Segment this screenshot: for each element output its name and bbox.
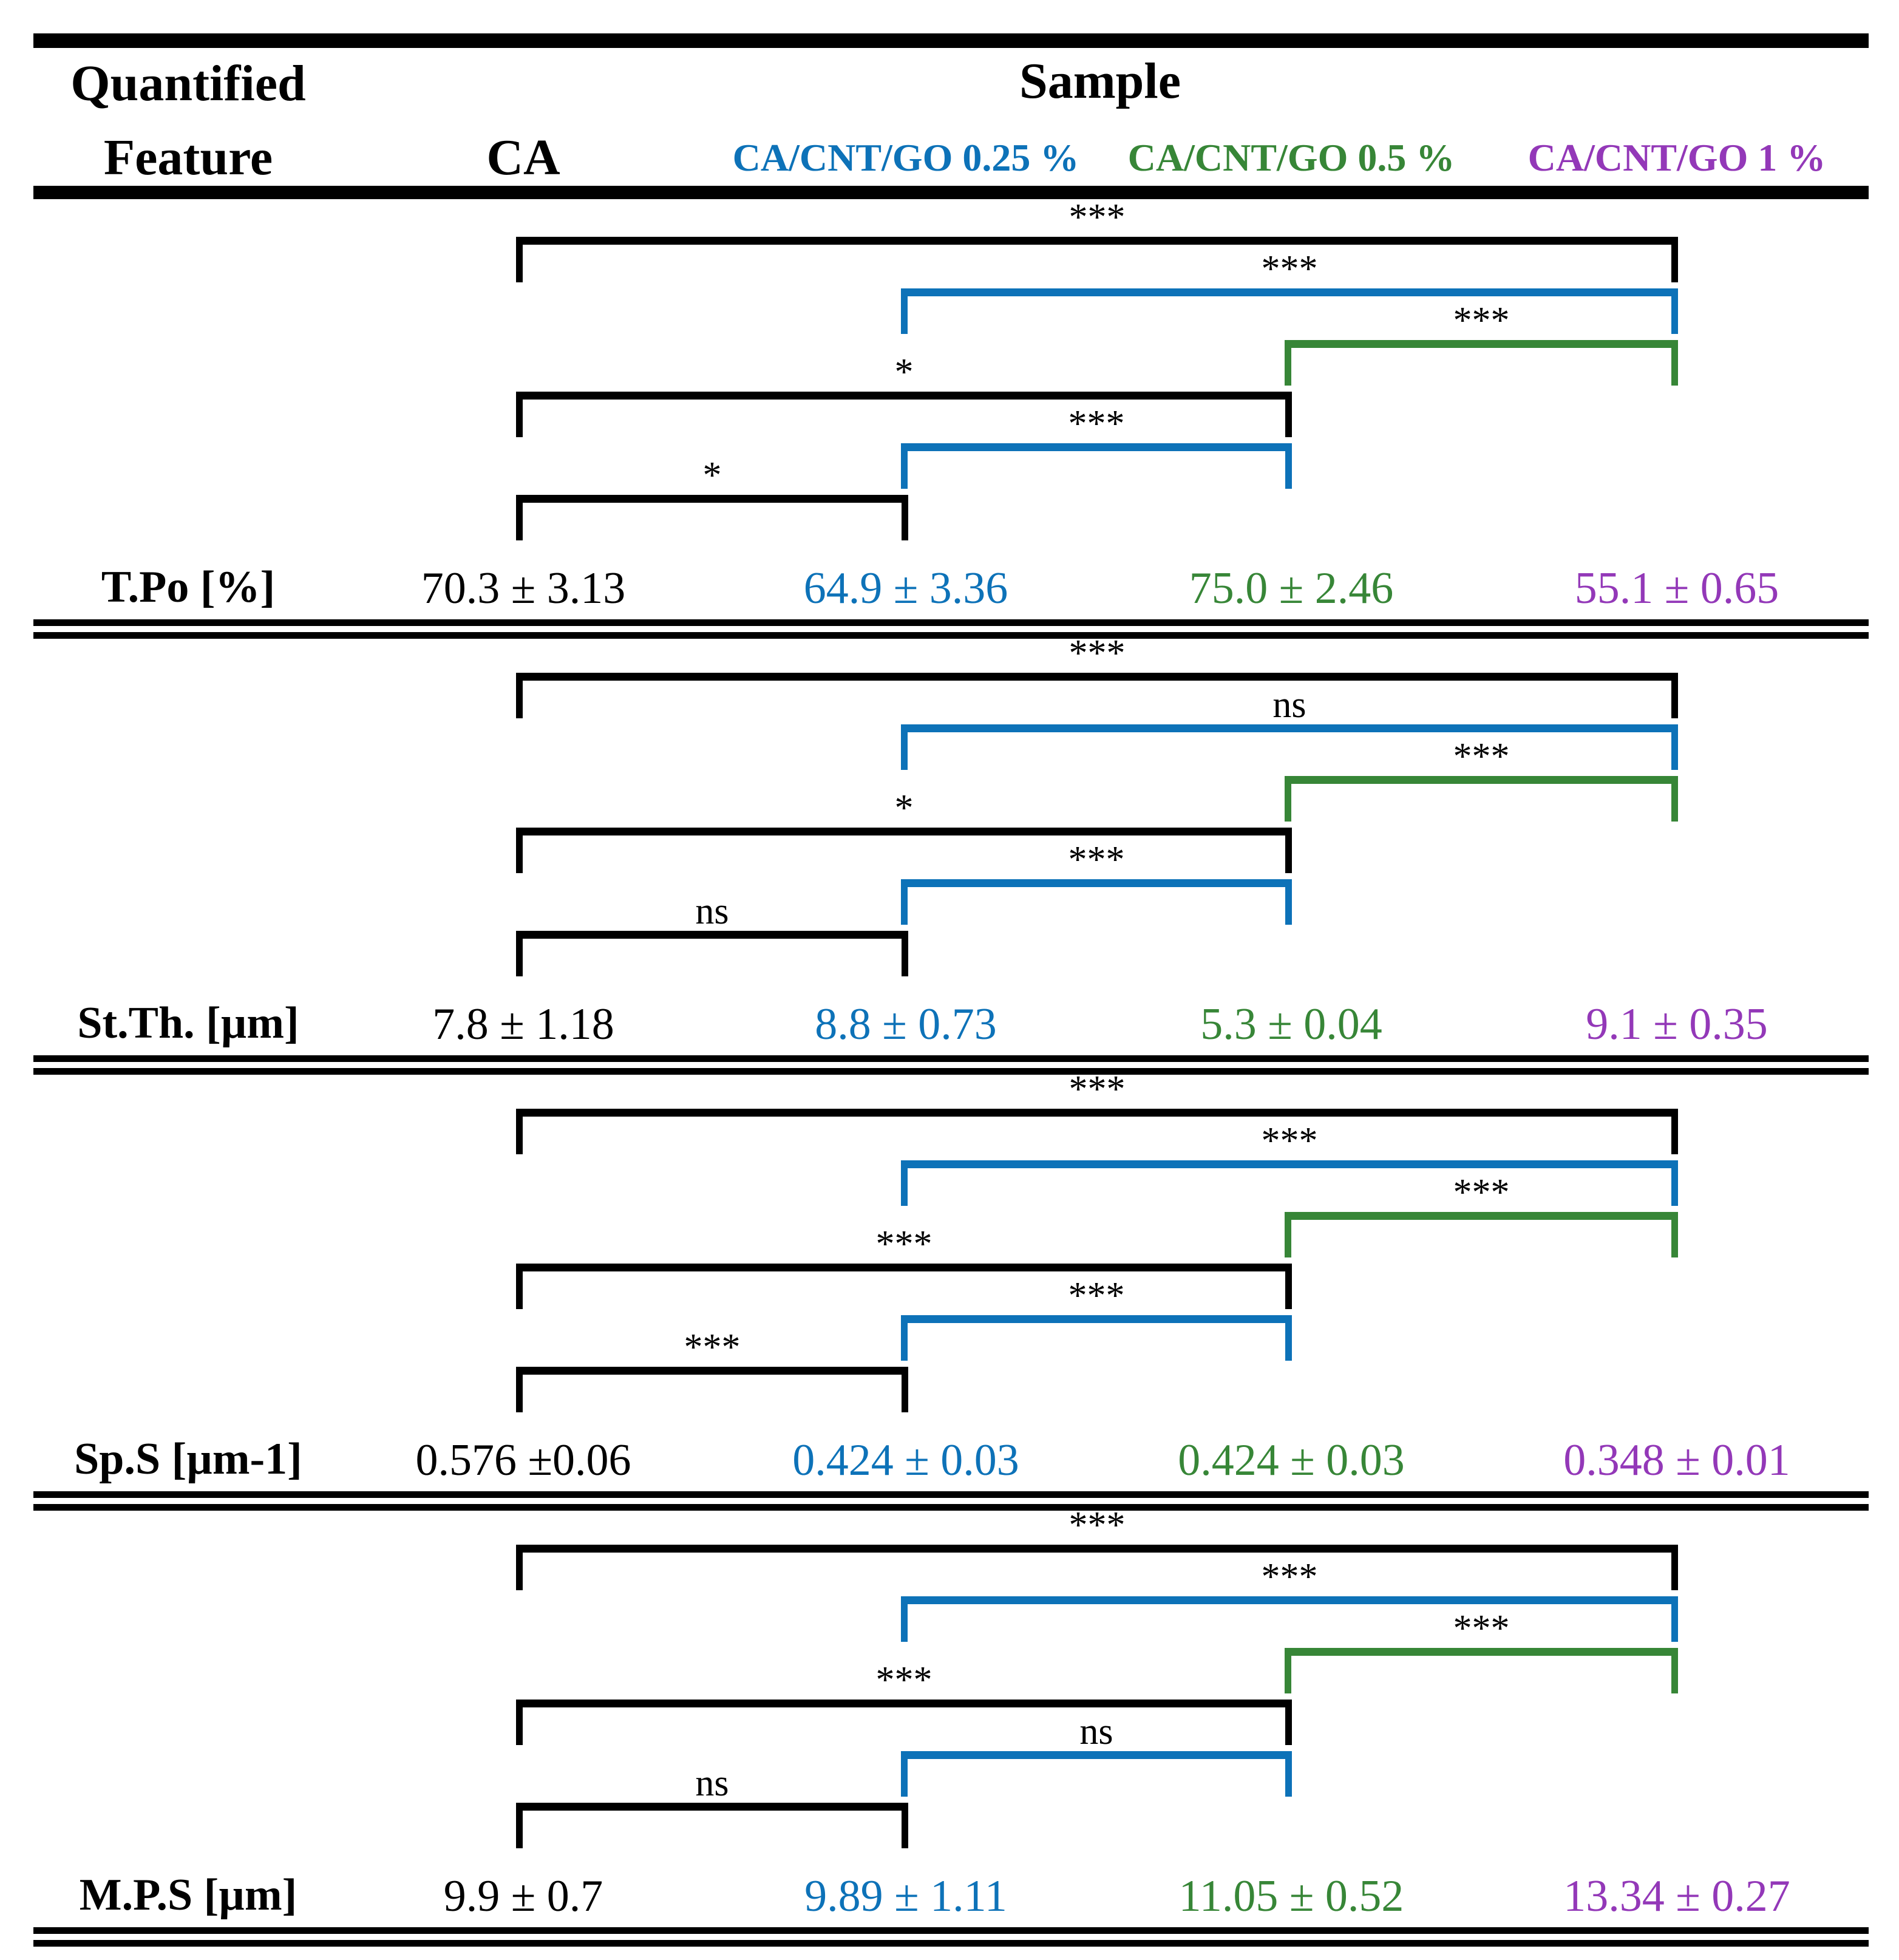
value-go05: 11.05 ± 0.52	[1178, 1871, 1404, 1921]
sig-bracket-ca-vs-go025	[516, 1367, 908, 1412]
sig-bracket-go05-vs-go1	[1285, 340, 1678, 386]
sig-bracket-go05-vs-go1	[1285, 776, 1678, 822]
section-mean-pore-size: *** *** *** *** ns ns M.P.S [µm] 9.9 ± 0…	[0, 1505, 1899, 1947]
feature-label: St.Th. [µm]	[77, 998, 299, 1048]
sig-label-go025-vs-go1: ***	[1261, 1556, 1318, 1598]
value-go1: 0.348 ± 0.01	[1563, 1435, 1790, 1485]
sig-bracket-ca-vs-go025	[516, 495, 908, 540]
sig-label-ca-vs-go1: ***	[1068, 1069, 1126, 1110]
value-ca: 0.576 ±0.06	[415, 1435, 631, 1485]
value-go05: 5.3 ± 0.04	[1200, 999, 1382, 1049]
section-strut-thickness: *** ns *** * *** ns St.Th. [µm] 7.8 ± 1.…	[0, 633, 1899, 1075]
sig-label-go05-vs-go1: ***	[1453, 736, 1510, 777]
bottom-rule	[33, 1927, 1869, 1947]
sig-label-ca-vs-go025: ns	[695, 1763, 729, 1804]
sig-bracket-go025-vs-go1	[901, 724, 1678, 770]
sig-label-ca-vs-go1: ***	[1068, 197, 1126, 238]
sig-label-ca-vs-go025: ns	[695, 891, 729, 932]
sig-label-go05-vs-go1: ***	[1453, 1172, 1510, 1213]
value-ca: 7.8 ± 1.18	[432, 999, 614, 1049]
sig-label-ca-vs-go025: ***	[684, 1327, 741, 1368]
sig-label-go025-vs-go05: ***	[1068, 403, 1125, 444]
value-go025: 64.9 ± 3.36	[803, 563, 1008, 613]
sig-label-ca-vs-go05: ***	[875, 1223, 933, 1265]
sig-bracket-ca-vs-go05	[516, 828, 1292, 873]
value-go05: 75.0 ± 2.46	[1189, 563, 1394, 613]
value-go1: 13.34 ± 0.27	[1563, 1871, 1790, 1921]
sig-label-ca-vs-go1: ***	[1068, 633, 1126, 674]
sample-group-header: Sample	[1019, 53, 1181, 109]
column-header-ca: CA	[486, 129, 560, 186]
sig-label-go05-vs-go1: ***	[1453, 1608, 1510, 1649]
sig-label-go025-vs-go05: ns	[1079, 1711, 1113, 1752]
value-go025: 0.424 ± 0.03	[792, 1435, 1019, 1485]
value-go025: 9.89 ± 1.11	[804, 1871, 1007, 1921]
sig-bracket-go025-vs-go1	[901, 1596, 1678, 1642]
sig-label-ca-vs-go05: *	[894, 788, 914, 829]
column-header-go1: CA/CNT/GO 1 %	[1527, 136, 1826, 179]
sig-bracket-go025-vs-go05	[901, 1751, 1292, 1797]
sig-bracket-ca-vs-go1	[516, 1545, 1678, 1590]
sig-label-ca-vs-go1: ***	[1068, 1505, 1126, 1546]
sig-bracket-go025-vs-go05	[901, 1315, 1292, 1361]
sig-bracket-ca-vs-go025	[516, 931, 908, 976]
feature-column-header-line2: Feature	[103, 129, 273, 186]
section-divider	[33, 619, 1869, 639]
top-rule	[33, 33, 1869, 48]
sig-bracket-ca-vs-go1	[516, 673, 1678, 718]
sig-label-go025-vs-go1: ns	[1272, 684, 1306, 726]
value-go05: 0.424 ± 0.03	[1178, 1435, 1405, 1485]
sig-bracket-go05-vs-go1	[1285, 1212, 1678, 1257]
sig-bracket-go025-vs-go1	[901, 1160, 1678, 1206]
value-ca: 9.9 ± 0.7	[443, 1871, 603, 1921]
section-specific-surface: *** *** *** *** *** *** Sp.S [µm-1] 0.57…	[0, 1069, 1899, 1511]
feature-label: T.Po [%]	[101, 562, 276, 612]
sig-label-go025-vs-go1: ***	[1261, 1120, 1318, 1162]
sig-bracket-go05-vs-go1	[1285, 1648, 1678, 1693]
sig-label-ca-vs-go05: *	[894, 352, 914, 393]
section-divider	[33, 1491, 1869, 1511]
section-divider	[33, 1055, 1869, 1075]
value-go1: 9.1 ± 0.35	[1586, 999, 1768, 1049]
sig-label-go025-vs-go05: ***	[1068, 1275, 1125, 1316]
sig-bracket-ca-vs-go05	[516, 1700, 1292, 1745]
section-total-porosity: *** *** *** * *** * T.Po [%] 70.3 ± 3.13…	[0, 197, 1899, 639]
header-rule	[33, 186, 1869, 199]
sig-label-ca-vs-go025: *	[702, 455, 722, 496]
sig-bracket-go025-vs-go05	[901, 443, 1292, 489]
sig-label-go025-vs-go05: ***	[1068, 839, 1125, 880]
value-go1: 55.1 ± 0.65	[1574, 563, 1779, 613]
sig-bracket-ca-vs-go05	[516, 1264, 1292, 1309]
sig-bracket-ca-vs-go05	[516, 392, 1292, 437]
sig-label-ca-vs-go05: ***	[875, 1659, 933, 1701]
feature-column-header-line1: Quantified	[70, 55, 306, 112]
feature-label: M.P.S [µm]	[79, 1870, 297, 1920]
sig-label-go025-vs-go1: ***	[1261, 248, 1318, 290]
sig-label-go05-vs-go1: ***	[1453, 300, 1510, 341]
sig-bracket-ca-vs-go025	[516, 1803, 908, 1848]
column-header-go025: CA/CNT/GO 0.25 %	[732, 136, 1079, 179]
sig-bracket-go025-vs-go1	[901, 288, 1678, 334]
value-go025: 8.8 ± 0.73	[815, 999, 997, 1049]
sig-bracket-go025-vs-go05	[901, 879, 1292, 925]
feature-label: Sp.S [µm-1]	[74, 1434, 302, 1484]
value-ca: 70.3 ± 3.13	[421, 563, 626, 613]
column-header-go05: CA/CNT/GO 0.5 %	[1127, 136, 1455, 179]
sig-bracket-ca-vs-go1	[516, 237, 1678, 282]
sig-bracket-ca-vs-go1	[516, 1109, 1678, 1154]
